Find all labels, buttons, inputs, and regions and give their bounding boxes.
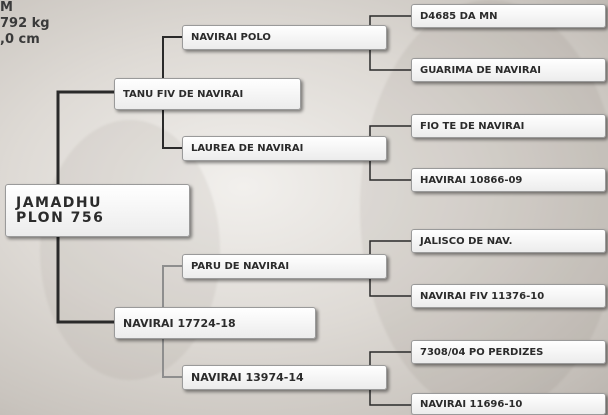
ggp-name: GUARIMA DE NAVIRAI — [420, 64, 542, 76]
connector-sire-dam — [162, 108, 183, 149]
dam-sire-name: PARU DE NAVIRAI — [191, 261, 290, 272]
sire-dam-name: LAUREA DE NAVIRAI — [191, 143, 304, 154]
ggp-name: NAVIRAI 11696-10 — [420, 398, 523, 410]
ggp-box: FIO TE DE NAVIRAI — [411, 114, 606, 138]
connector-dam-sire — [162, 265, 183, 310]
animal-name-line2: PLON 756 — [16, 209, 105, 226]
ggp-box: D4685 DA MN — [411, 4, 606, 28]
animal-name-line1: JAMADHU — [16, 194, 103, 211]
dam-box: NAVIRAI 17724-18 — [114, 307, 316, 339]
connector-dam — [56, 236, 115, 324]
ggp-name: NAVIRAI FIV 11376-10 — [420, 290, 545, 302]
sire-dam-box: LAUREA DE NAVIRAI — [182, 136, 387, 161]
ggp-name: FIO TE DE NAVIRAI — [420, 120, 525, 132]
stats-weight: 792 kg — [0, 16, 50, 31]
ggp-name: JALISCO DE NAV. — [420, 235, 513, 247]
dam-dam-box: NAVIRAI 13974-14 — [182, 365, 387, 390]
ggp-name: HAVIRAI 10866-09 — [420, 174, 523, 186]
stats-line: M — [0, 0, 13, 15]
dam-sire-box: PARU DE NAVIRAI — [182, 254, 387, 279]
sire-name: TANU FIV DE NAVIRAI — [123, 88, 244, 100]
ggp-box: NAVIRAI FIV 11376-10 — [411, 284, 606, 308]
ggp-box: GUARIMA DE NAVIRAI — [411, 58, 606, 82]
sire-sire-name: NAVIRAI POLO — [191, 32, 271, 43]
connector-sire — [56, 90, 115, 185]
connector-dam-dam — [162, 338, 183, 378]
dam-name: NAVIRAI 17724-18 — [123, 316, 236, 330]
dam-dam-name: NAVIRAI 13974-14 — [191, 371, 304, 384]
animal-name-box: JAMADHU PLON 756 — [5, 184, 190, 237]
sire-box: TANU FIV DE NAVIRAI — [114, 78, 301, 110]
connector-sire-sire — [162, 36, 183, 80]
animal-stats: M 792 kg ,0 cm — [0, 0, 50, 48]
ggp-box: HAVIRAI 10866-09 — [411, 168, 606, 192]
stats-measure: ,0 cm — [0, 32, 40, 47]
ggp-name: 7308/04 PO PERDIZES — [420, 346, 544, 358]
ggp-name: D4685 DA MN — [420, 10, 498, 22]
ggp-box: JALISCO DE NAV. — [411, 229, 606, 253]
ggp-box: NAVIRAI 11696-10 — [411, 393, 606, 415]
ggp-box: 7308/04 PO PERDIZES — [411, 340, 606, 364]
sire-sire-box: NAVIRAI POLO — [182, 25, 387, 50]
